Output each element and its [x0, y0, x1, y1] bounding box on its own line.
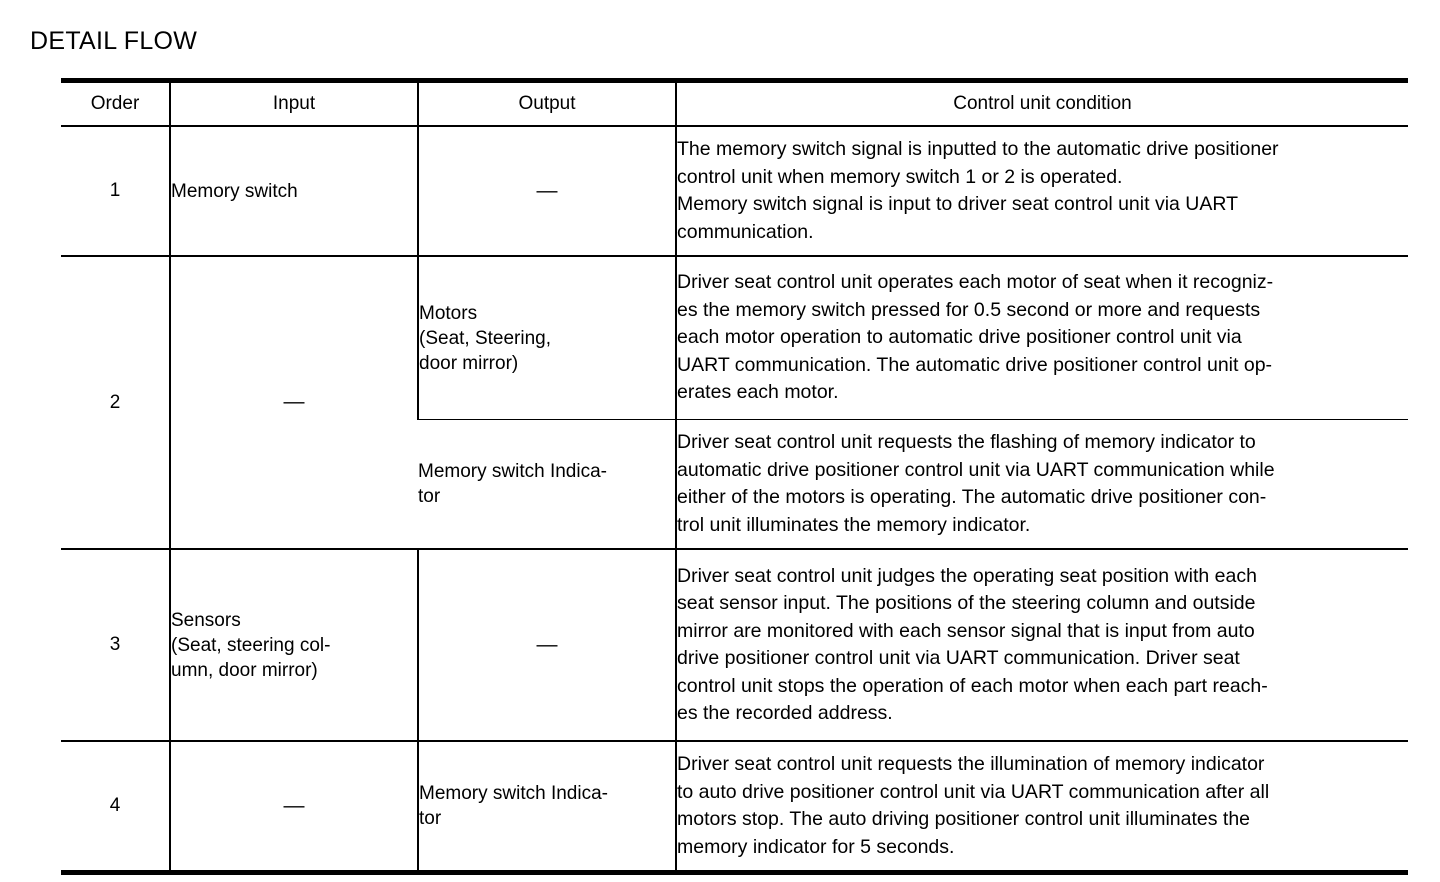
em-dash-icon: — [536, 632, 558, 656]
detail-flow-table-container: Order Input Output Control unit conditio… [61, 78, 1408, 875]
column-header-control-unit-condition: Control unit condition [675, 80, 1408, 126]
cell-order: 1 [61, 125, 170, 256]
cell-control-unit-condition: Driver seat control unit operates each m… [675, 255, 1408, 420]
page-title: DETAIL FLOW [30, 26, 198, 55]
table-row: 2 — Motors (Seat, Steering, door mirror)… [61, 255, 1408, 549]
cell-input: — [169, 255, 418, 549]
cell-control-unit-condition: The memory switch signal is inputted to … [675, 125, 1408, 256]
em-dash-icon: — [283, 390, 305, 413]
cell-order: 3 [61, 548, 170, 741]
table-header-row: Order Input Output Control unit conditio… [61, 80, 1408, 126]
column-header-input: Input [169, 80, 418, 126]
cell-order: 2 [61, 255, 170, 549]
table-row: Memory switch Indica- tor Driver seat co… [61, 419, 1408, 549]
table-header: Order Input Output Control unit conditio… [61, 80, 1408, 126]
column-header-order: Order [90, 93, 140, 114]
cell-control-unit-condition: Driver seat control unit judges the oper… [675, 548, 1408, 741]
cell-input: — [169, 740, 418, 873]
table-body: 1 Memory switch — The memory switch sign… [61, 125, 1408, 873]
table-row: 4 — Memory switch Indica- tor Driver sea… [61, 740, 1408, 873]
em-dash-icon: — [536, 178, 558, 202]
table-row: 1 Memory switch — The memory switch sign… [61, 125, 1408, 256]
table-row: 3 Sensors (Seat, steering col- umn, door… [61, 548, 1408, 741]
cell-order: 4 [61, 740, 170, 873]
cell-output: — [417, 125, 676, 256]
column-header-output: Output [417, 80, 676, 126]
cell-control-unit-condition: Driver seat control unit requests the il… [675, 740, 1408, 873]
detail-flow-table: Order Input Output Control unit conditio… [61, 78, 1408, 875]
cell-input: Sensors (Seat, steering col- umn, door m… [169, 548, 418, 741]
cell-output: Memory switch Indica- tor [417, 740, 676, 873]
cell-output: Motors (Seat, Steering, door mirror) [417, 255, 676, 420]
cell-input: Memory switch [169, 125, 418, 256]
cell-control-unit-condition: Driver seat control unit requests the fl… [675, 419, 1408, 549]
cell-output: Memory switch Indica- tor [418, 419, 676, 549]
cell-output: — [417, 548, 676, 741]
em-dash-icon: — [283, 793, 305, 817]
